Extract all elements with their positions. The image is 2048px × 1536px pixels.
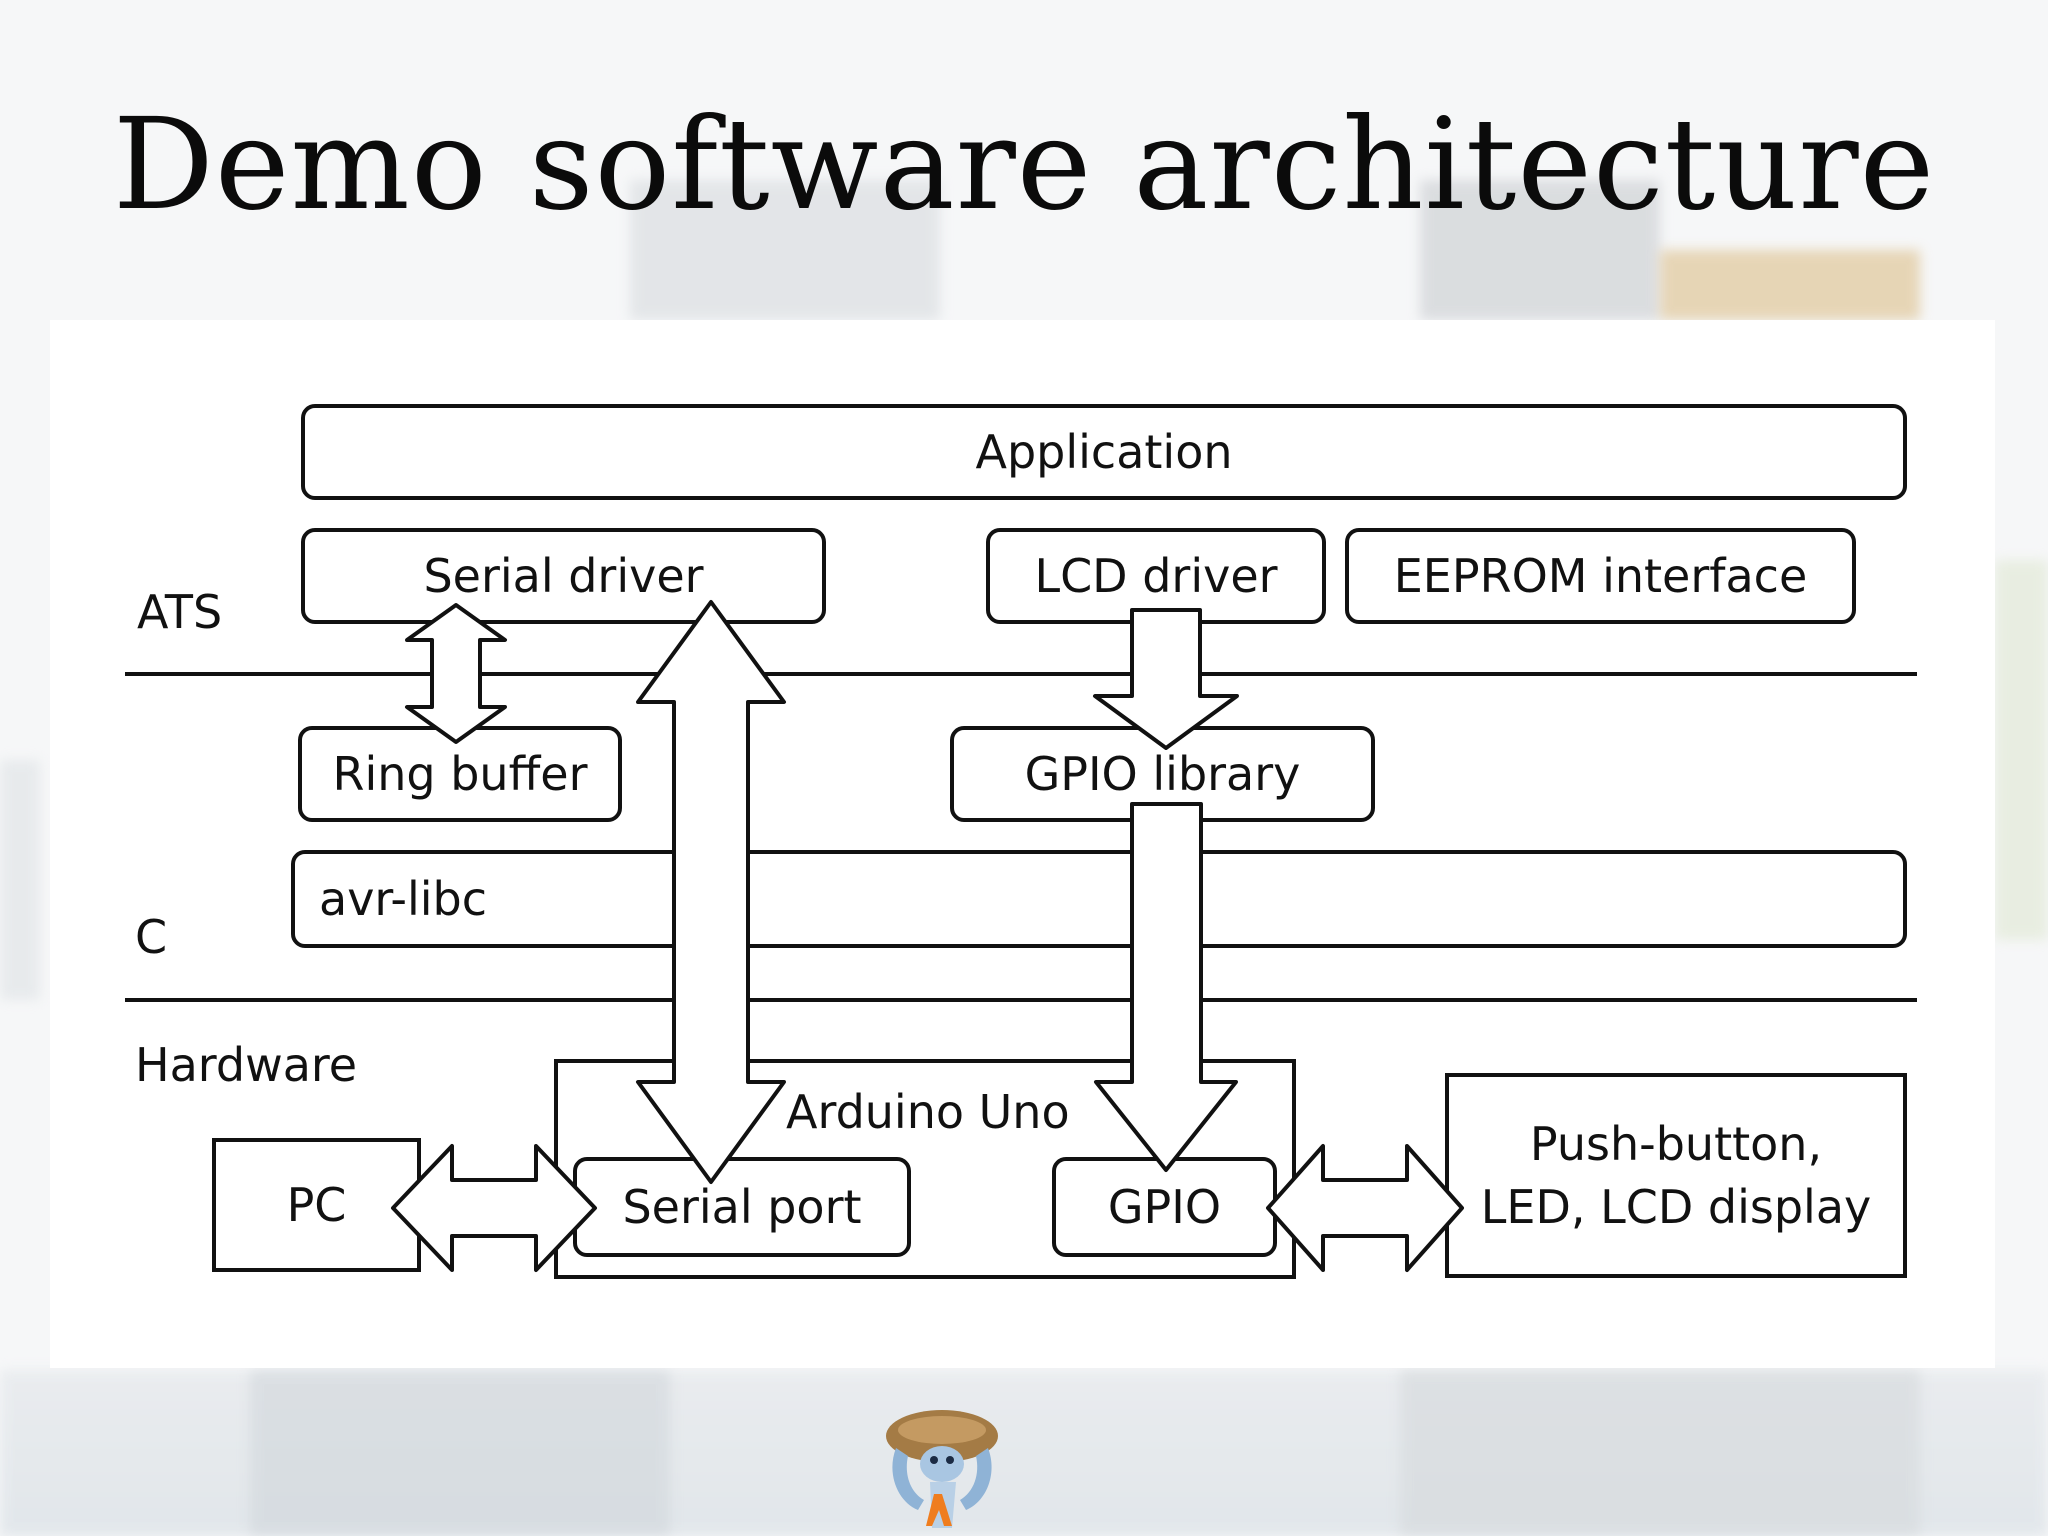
background-blur bbox=[1660, 250, 1920, 320]
background-blur bbox=[0, 760, 40, 1000]
eeprom-interface-label: EEPROM interface bbox=[1393, 549, 1808, 603]
background-blur bbox=[630, 180, 940, 320]
gpio-library-label: GPIO library bbox=[1024, 747, 1301, 801]
peripherals-box: Push-button, LED, LCD display bbox=[1445, 1073, 1907, 1278]
serial-driver-serial-port-arrow bbox=[636, 600, 786, 1184]
ring-buffer-label: Ring buffer bbox=[332, 747, 588, 801]
background-blur bbox=[250, 1370, 670, 1536]
serial-port-box: Serial port bbox=[573, 1157, 911, 1257]
avr-libc-label: avr-libc bbox=[319, 872, 488, 926]
background-blur bbox=[1995, 560, 2048, 940]
arduino-uno-label: Arduino Uno bbox=[786, 1085, 1070, 1139]
serial-port-label: Serial port bbox=[622, 1180, 862, 1234]
avr-libc-box: avr-libc bbox=[291, 850, 1907, 948]
background-blur bbox=[1420, 180, 1660, 320]
lcd-driver-gpio-library-arrow bbox=[1093, 608, 1239, 750]
layer-label-hardware: Hardware bbox=[135, 1038, 358, 1092]
pc-serial-port-arrow bbox=[391, 1144, 597, 1272]
application-box: Application bbox=[301, 404, 1907, 500]
serial-driver-label: Serial driver bbox=[423, 549, 704, 603]
peripherals-label-line1: Push-button, bbox=[1529, 1117, 1823, 1172]
gpio-library-gpio-arrow bbox=[1094, 802, 1238, 1172]
layer-divider-c-hardware bbox=[125, 998, 1917, 1002]
lcd-driver-label: LCD driver bbox=[1034, 549, 1278, 603]
application-label: Application bbox=[975, 425, 1233, 479]
serial-driver-box: Serial driver bbox=[301, 528, 826, 624]
gpio-box: GPIO bbox=[1052, 1157, 1277, 1257]
background-blur bbox=[1400, 1370, 1920, 1536]
eeprom-interface-box: EEPROM interface bbox=[1345, 528, 1856, 624]
layer-divider-ats-c bbox=[125, 672, 1917, 676]
pc-label: PC bbox=[286, 1178, 347, 1232]
gpio-label: GPIO bbox=[1107, 1180, 1222, 1234]
serial-driver-ring-buffer-arrow bbox=[405, 603, 507, 744]
slide-title: Demo software architecture bbox=[112, 91, 1936, 238]
layer-label-c: C bbox=[135, 910, 168, 964]
layer-label-ats: ATS bbox=[137, 585, 223, 639]
peripherals-label-line2: LED, LCD display bbox=[1480, 1179, 1872, 1234]
ats-turtle-logo-icon bbox=[886, 1410, 998, 1528]
gpio-peripherals-arrow bbox=[1266, 1144, 1464, 1272]
